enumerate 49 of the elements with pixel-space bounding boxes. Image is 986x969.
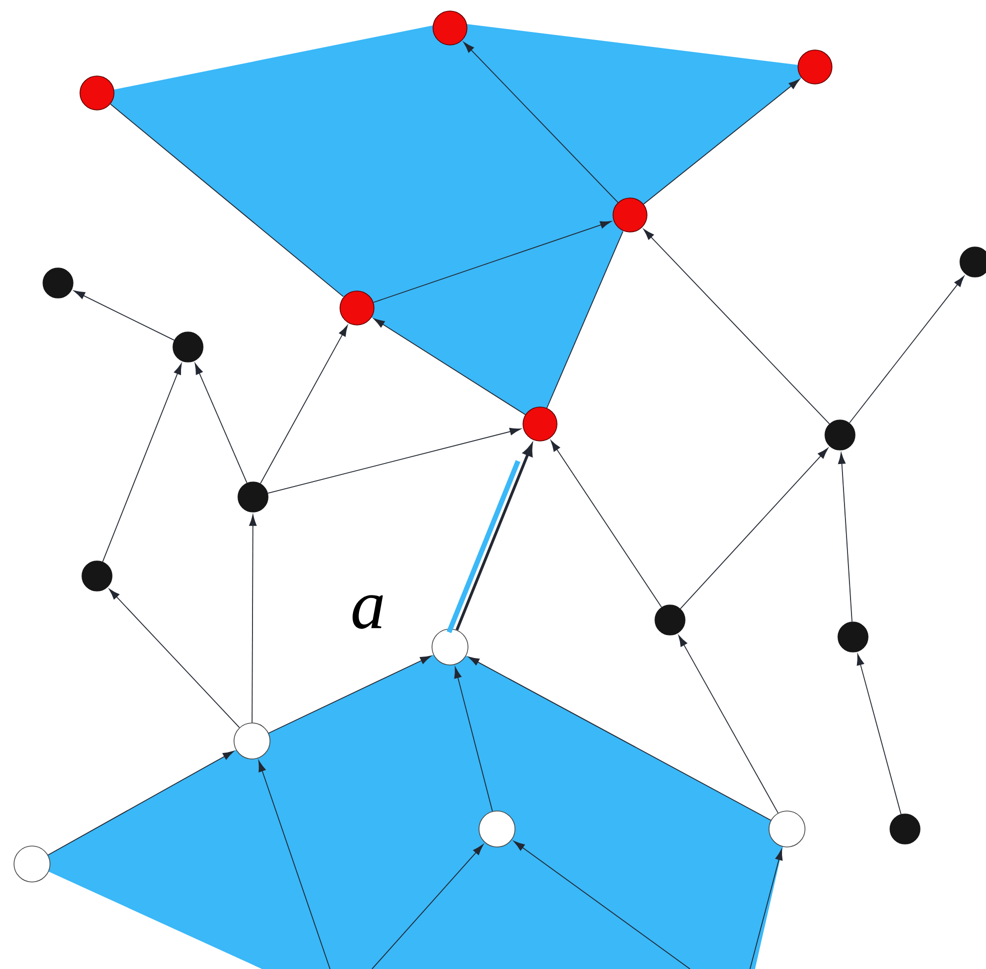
arrow (643, 229, 830, 424)
open-circle (234, 722, 270, 760)
arrow (464, 42, 618, 203)
open-circle (768, 810, 806, 848)
filled-circle (612, 198, 648, 232)
filled-circle (654, 604, 686, 636)
arrow (454, 667, 493, 812)
filled-circle (80, 76, 114, 110)
filled-circle (340, 290, 374, 326)
filled-circle (522, 406, 558, 442)
arrow (108, 588, 240, 728)
arrow (680, 448, 828, 610)
arrow (514, 840, 690, 969)
arrow (74, 290, 175, 341)
connector-line (110, 104, 344, 298)
arrow (249, 514, 257, 724)
filled-circle (960, 246, 986, 278)
arrow (267, 428, 521, 494)
arrow (48, 750, 234, 856)
arrow (102, 363, 182, 562)
open-circle (478, 810, 516, 848)
arrow (374, 318, 526, 416)
filled-circle (824, 420, 856, 450)
filled-circle (42, 268, 74, 298)
arrow (550, 440, 662, 608)
filled-circle (432, 10, 468, 46)
filled-circle (82, 560, 112, 592)
node-label: a (352, 595, 383, 629)
filled-circle (890, 814, 920, 844)
arrow (260, 325, 348, 484)
arrow (678, 635, 778, 814)
filled-circle (172, 332, 204, 362)
arrow (373, 221, 612, 303)
arrow (849, 276, 964, 424)
filled-circle (838, 622, 868, 652)
arrow (258, 760, 330, 969)
arrow (838, 452, 852, 622)
arrow (643, 79, 800, 205)
arrow (750, 848, 783, 969)
arrow (268, 656, 432, 734)
filled-circle (798, 50, 832, 84)
open-circle (432, 628, 468, 666)
arrow (194, 363, 248, 484)
arrow (468, 656, 772, 821)
connector-line (546, 230, 624, 408)
arrow (372, 844, 484, 969)
filled-circle (238, 482, 268, 512)
open-circle (14, 846, 50, 882)
arrow (856, 654, 902, 815)
